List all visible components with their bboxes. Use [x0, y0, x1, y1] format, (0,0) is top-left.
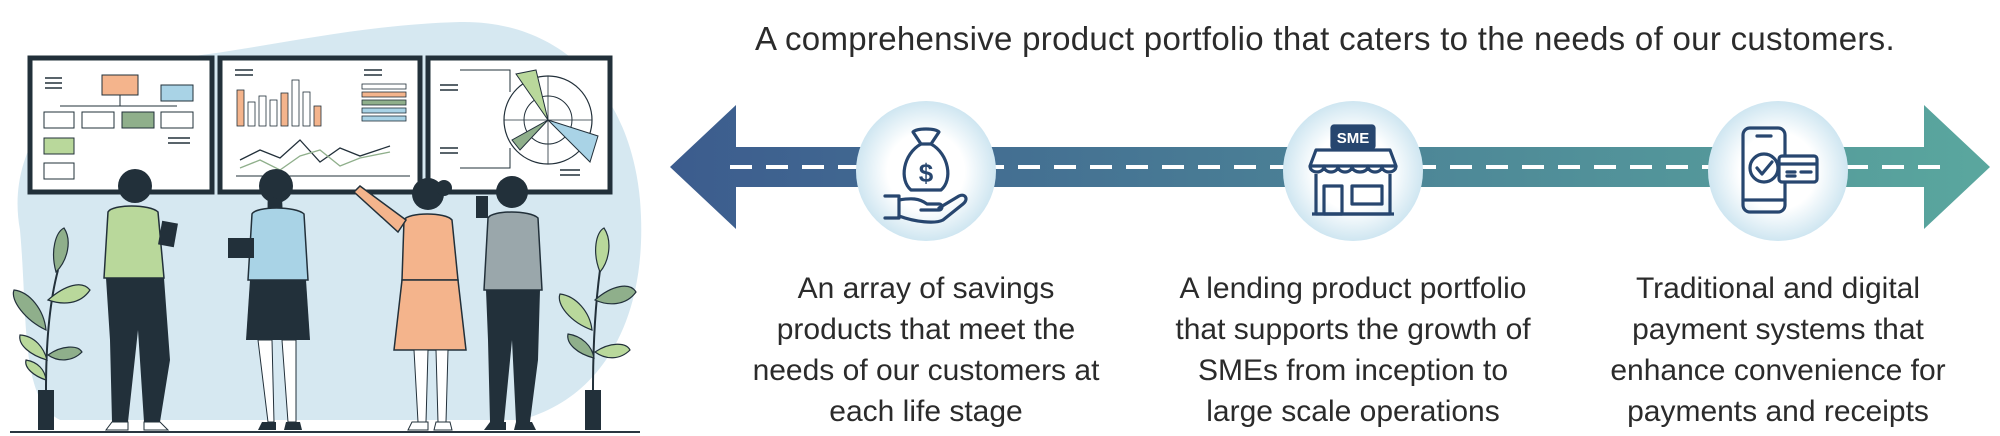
sme-storefront-icon	[1308, 124, 1398, 216]
bar-line-chart-screen	[217, 55, 423, 195]
lending-icon-circle: SME	[1282, 100, 1424, 242]
lending-description: A lending product portfolio that support…	[1175, 272, 1531, 428]
money-bag-in-hand-icon	[883, 127, 968, 224]
payments-icon-circle	[1707, 100, 1849, 242]
sme-label: SME	[1337, 130, 1370, 147]
radial-chart-screen	[425, 55, 613, 195]
person-blue-shirt	[228, 169, 310, 430]
person-orange-dress	[352, 178, 467, 431]
team-dashboard-illustration	[10, 21, 642, 433]
savings-description: An array of savings products that meet t…	[752, 272, 1100, 428]
person-grey-shirt	[476, 176, 543, 430]
potted-plant-left	[12, 227, 91, 430]
currency-symbol: $	[919, 158, 934, 188]
mobile-payment-card-icon	[1741, 126, 1819, 214]
payments-description: Traditional and digital payment systems …	[1610, 272, 1946, 428]
potted-plant-right	[558, 227, 637, 430]
org-chart-screen	[27, 55, 215, 195]
headline: A comprehensive product portfolio that c…	[755, 20, 1895, 57]
person-green-shirt	[103, 169, 178, 431]
savings-icon-circle: $	[855, 100, 997, 242]
